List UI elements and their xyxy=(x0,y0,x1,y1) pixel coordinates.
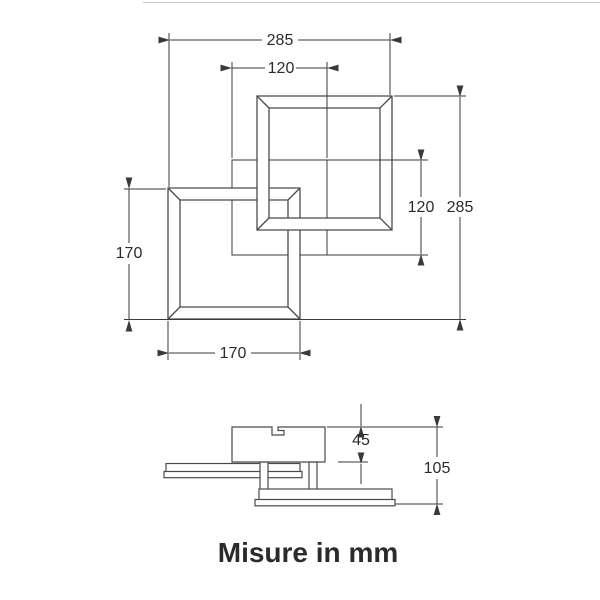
large-frame-body xyxy=(256,95,393,231)
center-square xyxy=(231,159,328,256)
small-frame-bevel-tr xyxy=(287,187,301,201)
upper-frame-profile xyxy=(163,462,303,479)
small-frame-bevel-br xyxy=(287,306,301,320)
label-fixture-height: 105 xyxy=(424,460,451,477)
lower-frame-profile xyxy=(254,488,396,507)
label-center-width: 120 xyxy=(268,60,295,77)
upper-frame-top xyxy=(165,462,301,473)
label-overall-width: 285 xyxy=(267,32,294,49)
large-frame-bevel-tr xyxy=(379,95,393,109)
large-frame-bevel-tl xyxy=(256,95,270,109)
side-view xyxy=(163,426,396,507)
large-frame-bevel-bl xyxy=(256,217,270,231)
label-small-height: 170 xyxy=(116,245,143,262)
lower-frame-top xyxy=(258,488,393,501)
label-center-height: 120 xyxy=(408,199,435,216)
top-view xyxy=(167,95,393,320)
large-frame xyxy=(256,95,393,231)
dimension-labels: 285 120 170 170 120 285 45 105 xyxy=(116,32,474,477)
label-canopy-height: 45 xyxy=(352,432,370,449)
caption-text: Misure in mm xyxy=(218,537,398,568)
small-frame-bevel-bl xyxy=(167,306,181,320)
label-small-width: 170 xyxy=(220,345,247,362)
label-overall-height: 285 xyxy=(447,199,474,216)
stem-left xyxy=(259,461,269,491)
stem-right xyxy=(308,461,318,491)
small-frame xyxy=(167,187,301,320)
small-frame-body xyxy=(167,187,301,320)
lower-frame-lip xyxy=(254,498,396,507)
canopy xyxy=(231,426,326,463)
dimension-lines xyxy=(124,33,466,515)
large-frame-bevel-br xyxy=(379,217,393,231)
small-frame-bevel-tl xyxy=(167,187,181,201)
upper-frame-lip xyxy=(163,470,303,479)
